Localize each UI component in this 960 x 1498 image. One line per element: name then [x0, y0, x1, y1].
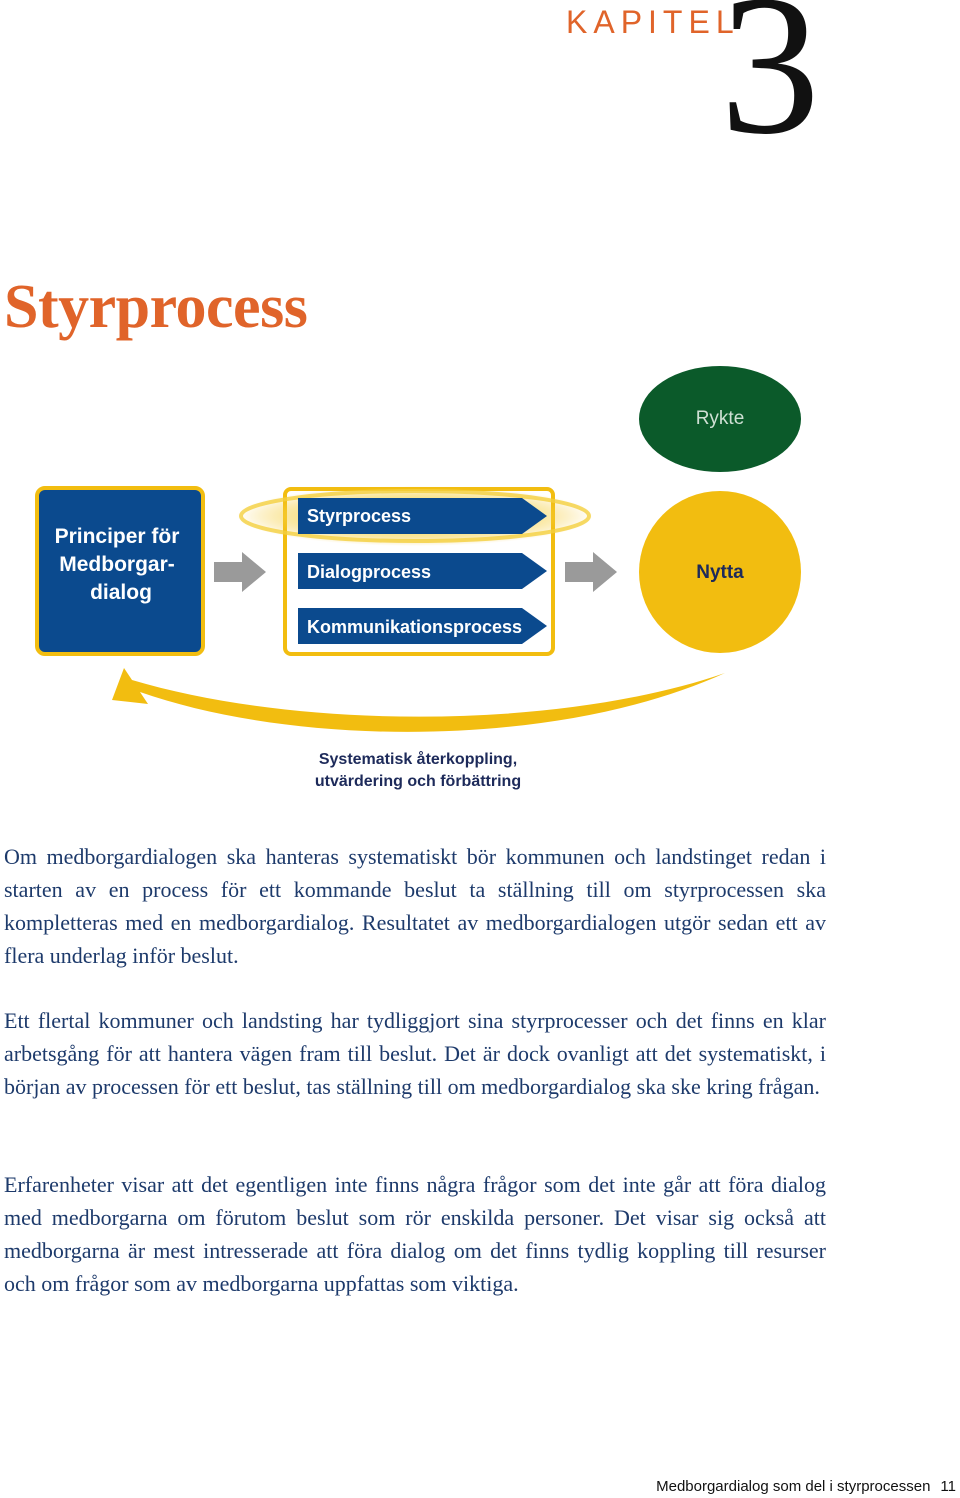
principles-label-line-2: Medborgar-	[59, 553, 175, 576]
rumor-circle	[639, 366, 801, 472]
page-title: Styrprocess	[4, 273, 308, 341]
rumor-label: Rykte	[696, 408, 745, 429]
process-label-styrprocess: Styrprocess	[307, 506, 411, 526]
body-paragraph-1: Om medborgardialogen ska hanteras system…	[4, 844, 826, 968]
chapter-label: KAPITEL	[566, 4, 740, 40]
principles-box	[35, 486, 205, 656]
process-arrow-dialogprocess	[298, 553, 547, 589]
benefit-label: Nytta	[696, 562, 744, 583]
page-footer: Medborgardialog som del i styrprocessen 1…	[656, 1478, 956, 1495]
arrow-right-icon	[214, 552, 266, 592]
feedback-caption-line-1: Systematisk återkoppling,	[319, 750, 517, 768]
body-paragraph-3: Erfarenheter visar att det egentligen in…	[4, 1172, 826, 1296]
principles-label-line-3: dialog	[90, 581, 152, 604]
process-arrow-styrprocess	[298, 498, 547, 534]
chapter-number: 3	[720, 0, 820, 176]
feedback-caption-line-2: utvärdering och förbättring	[315, 773, 521, 790]
body-paragraph-2: Ett flertal kommuner och landsting har t…	[4, 1008, 826, 1099]
feedback-arrow-icon	[112, 668, 725, 732]
page-number: 11	[940, 1478, 956, 1495]
arrow-right-icon	[565, 552, 617, 592]
principles-label-line-1: Principer för	[55, 525, 180, 548]
process-label-kommunikationsprocess: Kommunikationsprocess	[307, 617, 522, 637]
process-label-dialogprocess: Dialogprocess	[307, 562, 431, 582]
benefit-circle	[639, 491, 801, 653]
process-diagram: Principer för Medborgar- dialog Styrproc…	[35, 366, 801, 790]
process-arrow-kommunikationsprocess	[298, 608, 547, 644]
footer-text: Medborgardialog som del i styrprocessen	[656, 1478, 931, 1495]
